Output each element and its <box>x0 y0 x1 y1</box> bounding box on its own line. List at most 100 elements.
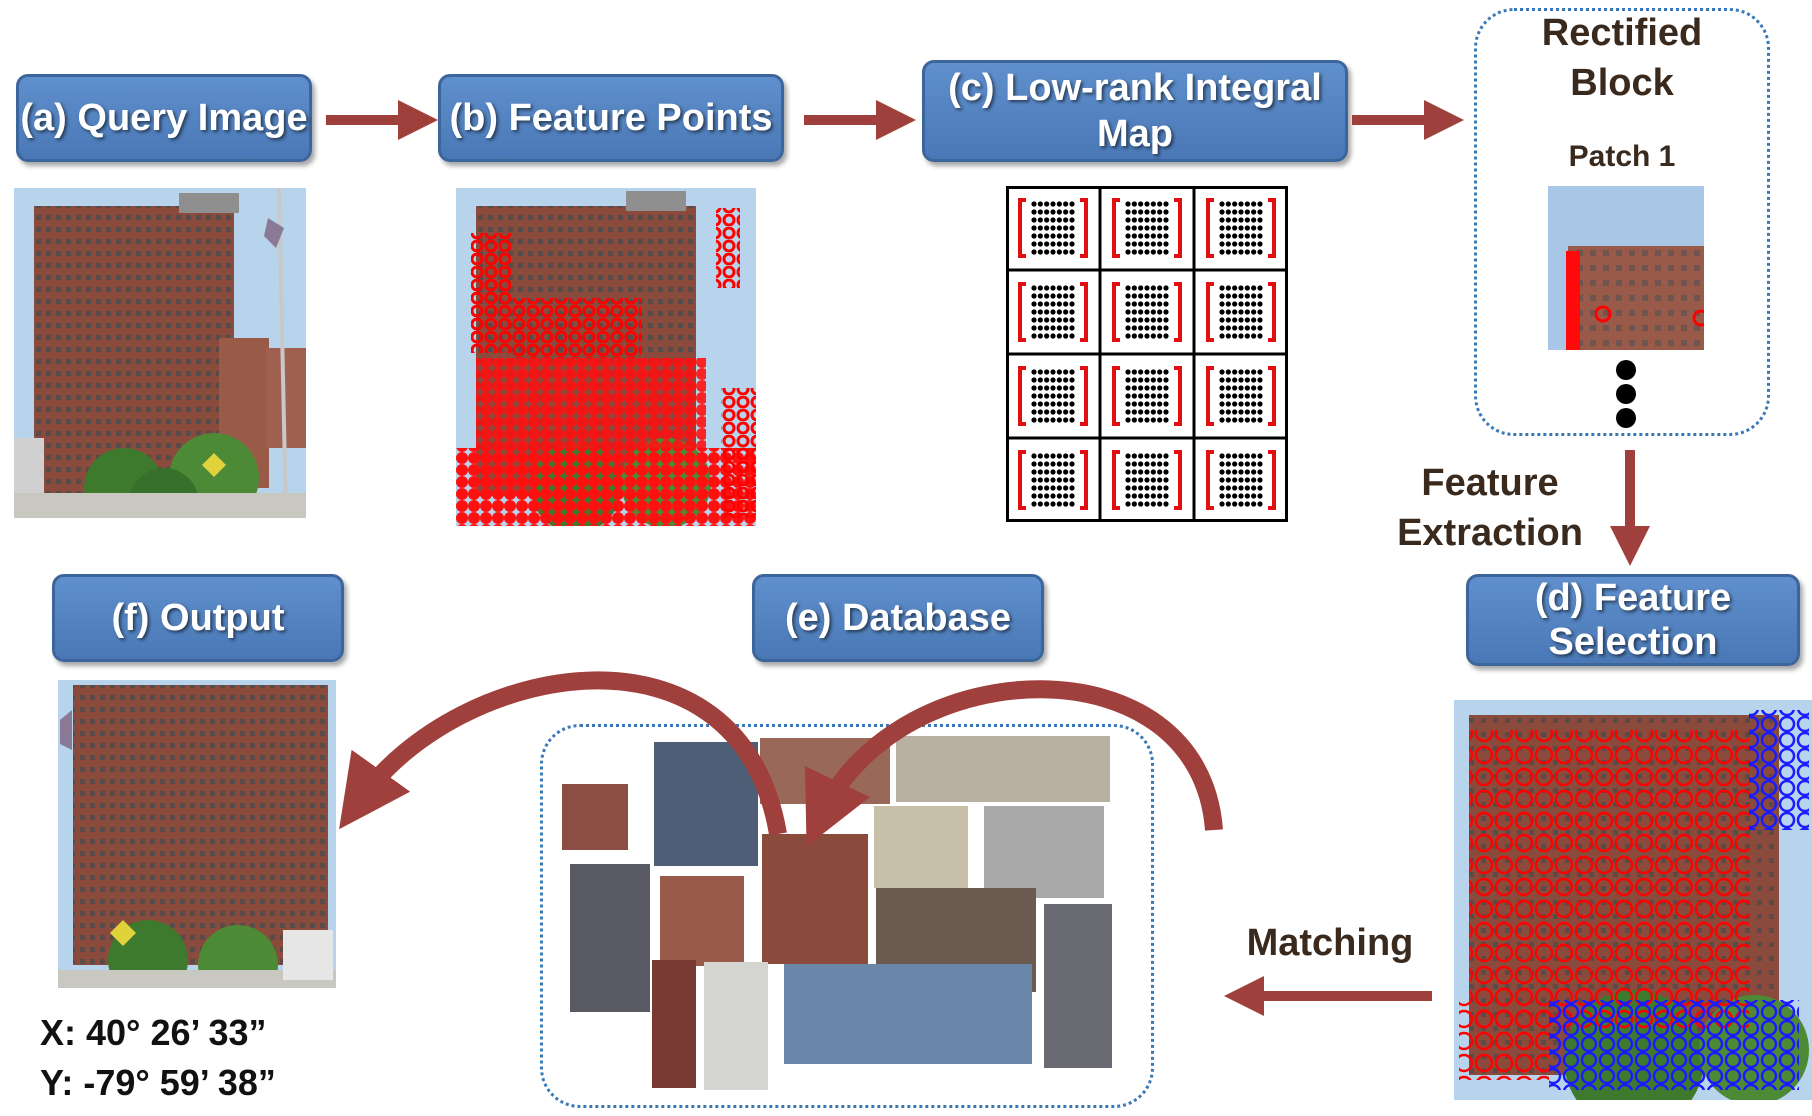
cell-dot <box>1150 469 1156 475</box>
cell-dot <box>1125 477 1131 483</box>
cell-dot <box>1031 201 1037 207</box>
cell-dot <box>1163 377 1169 383</box>
cell-dot <box>1244 233 1250 239</box>
cell-dot <box>1031 401 1037 407</box>
cell-bracket-left <box>1206 198 1214 258</box>
cell-dot <box>1144 377 1150 383</box>
cell-dot <box>1219 225 1225 231</box>
cell-dot <box>1056 217 1062 223</box>
cell-dot <box>1131 377 1137 383</box>
cell-dot <box>1257 377 1263 383</box>
cell-dot <box>1257 401 1263 407</box>
cell-dot <box>1157 209 1163 215</box>
cell-dot <box>1238 293 1244 299</box>
cell-dot <box>1225 333 1231 339</box>
cell-dot <box>1163 401 1169 407</box>
cell-dot <box>1037 325 1043 331</box>
cell-dot <box>1138 333 1144 339</box>
cell-dot <box>1037 409 1043 415</box>
cell-dot <box>1144 485 1150 491</box>
cell-dot <box>1050 417 1056 423</box>
cell-dot <box>1056 493 1062 499</box>
cell-dot <box>1031 333 1037 339</box>
cell-dot <box>1037 317 1043 323</box>
cell-dot <box>1063 453 1069 459</box>
cell-dot <box>1244 317 1250 323</box>
cell-dot <box>1251 469 1257 475</box>
cell-dot <box>1044 409 1050 415</box>
cell-dot <box>1225 241 1231 247</box>
cell-dot <box>1125 393 1131 399</box>
cell-dot <box>1238 325 1244 331</box>
cell-dot <box>1031 469 1037 475</box>
cell-dot <box>1037 417 1043 423</box>
stage-feature-points-label: (b) Feature Points <box>449 97 773 139</box>
cell-dot <box>1150 209 1156 215</box>
cell-dot <box>1238 209 1244 215</box>
cell-dot <box>1037 285 1043 291</box>
cell-dot <box>1056 477 1062 483</box>
cell-dot <box>1225 285 1231 291</box>
cell-dot <box>1244 417 1250 423</box>
grid-cell <box>1018 450 1088 510</box>
cell-dot <box>1232 369 1238 375</box>
cell-dot <box>1244 285 1250 291</box>
cell-dot <box>1037 201 1043 207</box>
cell-dot <box>1144 301 1150 307</box>
cell-dot <box>1150 333 1156 339</box>
rectified-block-title-line1: Rectified <box>1541 12 1703 54</box>
cell-dot <box>1232 333 1238 339</box>
cell-dot <box>1257 309 1263 315</box>
cell-dot <box>1056 485 1062 491</box>
cell-dot <box>1219 201 1225 207</box>
cell-dot <box>1037 333 1043 339</box>
cell-dot <box>1157 501 1163 507</box>
cell-dot <box>1031 453 1037 459</box>
cell-dot <box>1238 401 1244 407</box>
cell-dot <box>1163 325 1169 331</box>
cell-dot <box>1232 485 1238 491</box>
cell-dot <box>1225 249 1231 255</box>
cell-dot <box>1257 453 1263 459</box>
cell-dot <box>1257 209 1263 215</box>
cell-dot <box>1031 377 1037 383</box>
cell-dot <box>1069 453 1075 459</box>
cell-dot <box>1056 461 1062 467</box>
cell-dot <box>1257 249 1263 255</box>
cell-dot <box>1063 377 1069 383</box>
cell-dot <box>1232 293 1238 299</box>
cell-dot <box>1251 325 1257 331</box>
cell-dot <box>1244 301 1250 307</box>
cell-dot <box>1232 249 1238 255</box>
cell-dot <box>1157 377 1163 383</box>
cell-dot <box>1138 469 1144 475</box>
cell-dot <box>1056 209 1062 215</box>
rectified-block-title: Rectified Block <box>1474 8 1770 108</box>
cell-dot <box>1069 325 1075 331</box>
cell-dot <box>1131 325 1137 331</box>
cell-dot <box>1163 409 1169 415</box>
cell-dot <box>1157 293 1163 299</box>
grid-cell <box>1018 198 1088 258</box>
cell-dot <box>1244 469 1250 475</box>
cell-dot <box>1251 417 1257 423</box>
stage-feature-points: (b) Feature Points <box>438 74 784 162</box>
cell-dot <box>1238 301 1244 307</box>
cell-dot <box>1244 453 1250 459</box>
cell-dot <box>1131 249 1137 255</box>
cell-dot <box>1138 225 1144 231</box>
cell-dot <box>1044 201 1050 207</box>
cell-dot <box>1138 201 1144 207</box>
cell-dot <box>1163 309 1169 315</box>
cell-dot <box>1056 377 1062 383</box>
cell-dot <box>1031 325 1037 331</box>
cell-dot <box>1031 233 1037 239</box>
grid-cell <box>1112 282 1182 342</box>
cell-dot <box>1238 233 1244 239</box>
cell-dot <box>1138 417 1144 423</box>
cell-dot <box>1044 401 1050 407</box>
cell-dot <box>1131 209 1137 215</box>
cell-dot <box>1163 385 1169 391</box>
cell-dot <box>1163 417 1169 423</box>
cell-dot <box>1163 369 1169 375</box>
